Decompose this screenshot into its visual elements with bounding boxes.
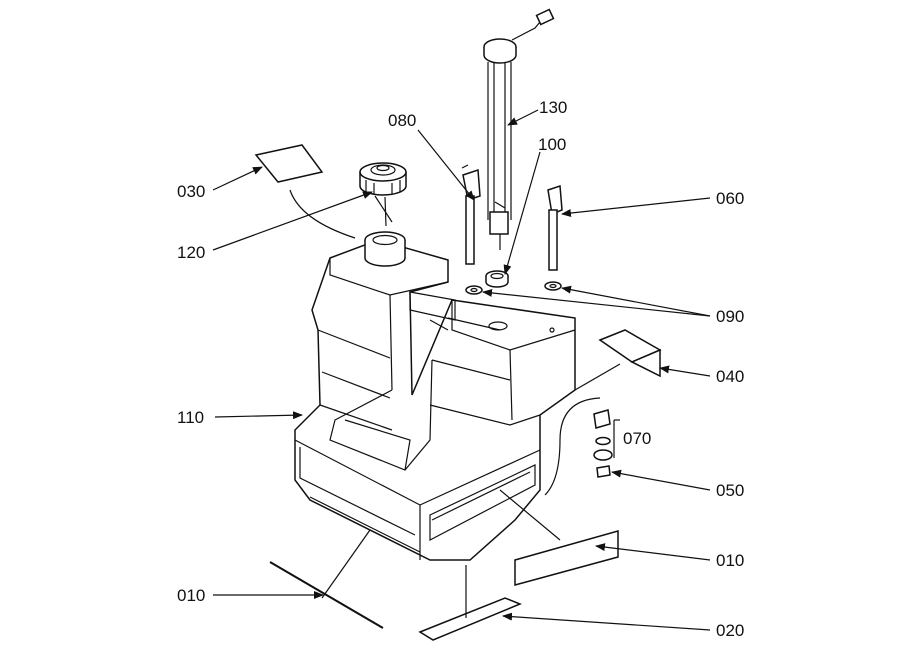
callout-090: 090 bbox=[716, 307, 744, 326]
fuel-tank bbox=[294, 231, 576, 561]
label-plate-040 bbox=[574, 329, 662, 391]
label-sheet-020 bbox=[418, 597, 522, 641]
callout-070: 070 bbox=[623, 429, 651, 448]
callout-100: 100 bbox=[538, 135, 566, 154]
fuel-sender bbox=[483, 8, 555, 250]
callout-130: 130 bbox=[539, 98, 567, 117]
callout-050: 050 bbox=[716, 481, 744, 500]
callout-060: 060 bbox=[716, 189, 744, 208]
grommet-100 bbox=[485, 270, 509, 288]
callout-120: 120 bbox=[177, 243, 205, 262]
callout-020: 020 bbox=[716, 621, 744, 640]
callout-110: 110 bbox=[177, 408, 204, 427]
bolt-080 bbox=[461, 164, 483, 295]
callout-010-left: 010 bbox=[177, 586, 205, 605]
callout-040: 040 bbox=[716, 367, 744, 386]
drain-fittings bbox=[544, 397, 613, 496]
callout-080: 080 bbox=[388, 111, 416, 130]
bolt-060 bbox=[544, 184, 563, 291]
callout-010-right: 010 bbox=[716, 551, 744, 570]
label-strip-010-right bbox=[514, 530, 619, 586]
fuel-cap bbox=[359, 162, 407, 227]
leader-lines bbox=[212, 109, 711, 631]
label-sheet-030 bbox=[254, 144, 324, 183]
callout-labels: 030 120 110 010 080 130 100 060 090 040 … bbox=[177, 98, 744, 640]
label-strip-010-left bbox=[269, 561, 384, 629]
callout-030: 030 bbox=[177, 182, 205, 201]
